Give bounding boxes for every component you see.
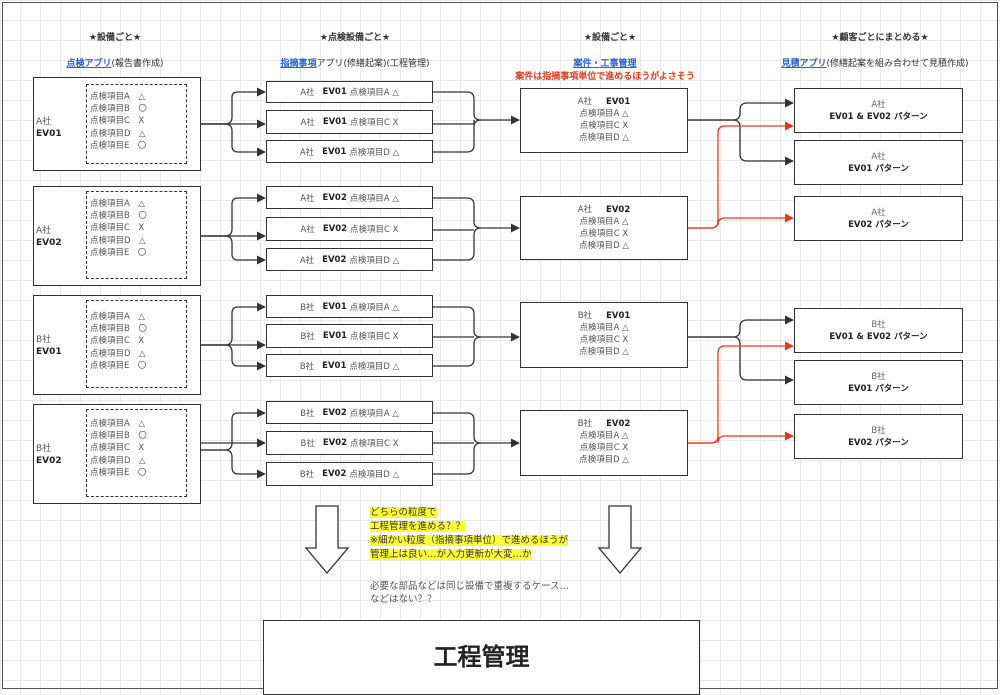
project-item: 点検項目C X	[579, 335, 629, 345]
project-note: 案件は指摘事項単位で進めるほうがよさそう	[515, 72, 695, 82]
project-item: 点検項目D △	[579, 241, 629, 251]
inspection-item: 点検項目C X	[90, 336, 145, 347]
inspection-item: 点検項目D △	[90, 348, 146, 359]
subheader-project-management: 案件・工事管理	[500, 56, 710, 69]
inspection-app-link[interactable]: 点検アプリ	[66, 59, 112, 69]
project-management-link[interactable]: 案件・工事管理	[573, 59, 637, 69]
inspection-item: 点検項目C X	[90, 443, 145, 454]
project-item: 点検項目A △	[579, 431, 629, 441]
inspection-item: 点検項目A △	[90, 312, 145, 322]
inspection-item: 点検項目B 〇	[90, 104, 147, 115]
highlight-note: どちらの粒度で 工程管理を進める？？ ※細かい粒度（指摘事項単位）で進めるほうが…	[370, 507, 568, 560]
project-item: 点検項目A △	[579, 109, 629, 119]
down-arrow-left-icon	[304, 505, 350, 575]
inspection-item: 点検項目E 〇	[90, 247, 147, 258]
inspection-item: 点検項目B 〇	[90, 211, 147, 222]
equipment-ev: EV02	[36, 456, 62, 466]
equipment-ev: EV01	[36, 347, 62, 357]
findings-link[interactable]: 指摘事項	[280, 59, 317, 69]
header-equipment-2: ★設備ごと★	[583, 33, 637, 43]
inspection-item: 点検項目C X	[90, 116, 145, 127]
subheader-estimate-app: 見積アプリ(修繕起案を組み合わせて見積作成)	[781, 59, 969, 69]
inspection-item: 点検項目E 〇	[90, 360, 147, 371]
equipment-company: A社	[36, 117, 52, 127]
project-item: 点検項目C X	[579, 229, 629, 239]
subheader-inspection-app: 点検アプリ(報告書作成)	[66, 59, 164, 69]
equipment-company: A社	[36, 226, 52, 236]
project-item: 点検項目D △	[579, 133, 629, 143]
project-item: 点検項目A △	[579, 323, 629, 333]
inspection-item: 点検項目E 〇	[90, 140, 147, 151]
header-inspection-equipment: ★点検設備ごと★	[319, 33, 391, 43]
subheader-findings-app: 指摘事項アプリ(修繕起案)(工程管理)	[280, 59, 430, 69]
equipment-ev: EV01	[36, 129, 62, 139]
project-item: 点検項目D △	[579, 347, 629, 357]
estimate-app-link[interactable]: 見積アプリ	[781, 59, 827, 69]
plain-note: 必要な部品などは同じ設備で重複するケース… などはない？？	[370, 581, 570, 605]
header-customer: ★顧客ごとにまとめる★	[831, 33, 929, 43]
process-management-box: 工程管理	[263, 620, 700, 695]
inspection-item: 点検項目B 〇	[90, 324, 147, 335]
inspection-item: 点検項目A △	[90, 419, 145, 429]
project-item: 点検項目C X	[579, 443, 629, 453]
inspection-item: 点検項目B 〇	[90, 431, 147, 442]
inspection-item: 点検項目A △	[90, 92, 145, 102]
project-item: 点検項目D △	[579, 455, 629, 465]
inspection-item: 点検項目D △	[90, 455, 146, 466]
inspection-item: 点検項目C X	[90, 223, 145, 234]
inspection-item: 点検項目A △	[90, 199, 145, 209]
inspection-item: 点検項目E 〇	[90, 467, 147, 478]
down-arrow-right-icon	[597, 505, 643, 575]
header-equipment: ★設備ごと★	[88, 33, 142, 43]
equipment-company: B社	[36, 335, 52, 345]
project-item: 点検項目A △	[579, 217, 629, 227]
equipment-company: B社	[36, 444, 52, 454]
equipment-ev: EV02	[36, 238, 62, 248]
inspection-item: 点検項目D △	[90, 128, 146, 139]
inspection-item: 点検項目D △	[90, 235, 146, 246]
project-item: 点検項目C X	[579, 121, 629, 131]
